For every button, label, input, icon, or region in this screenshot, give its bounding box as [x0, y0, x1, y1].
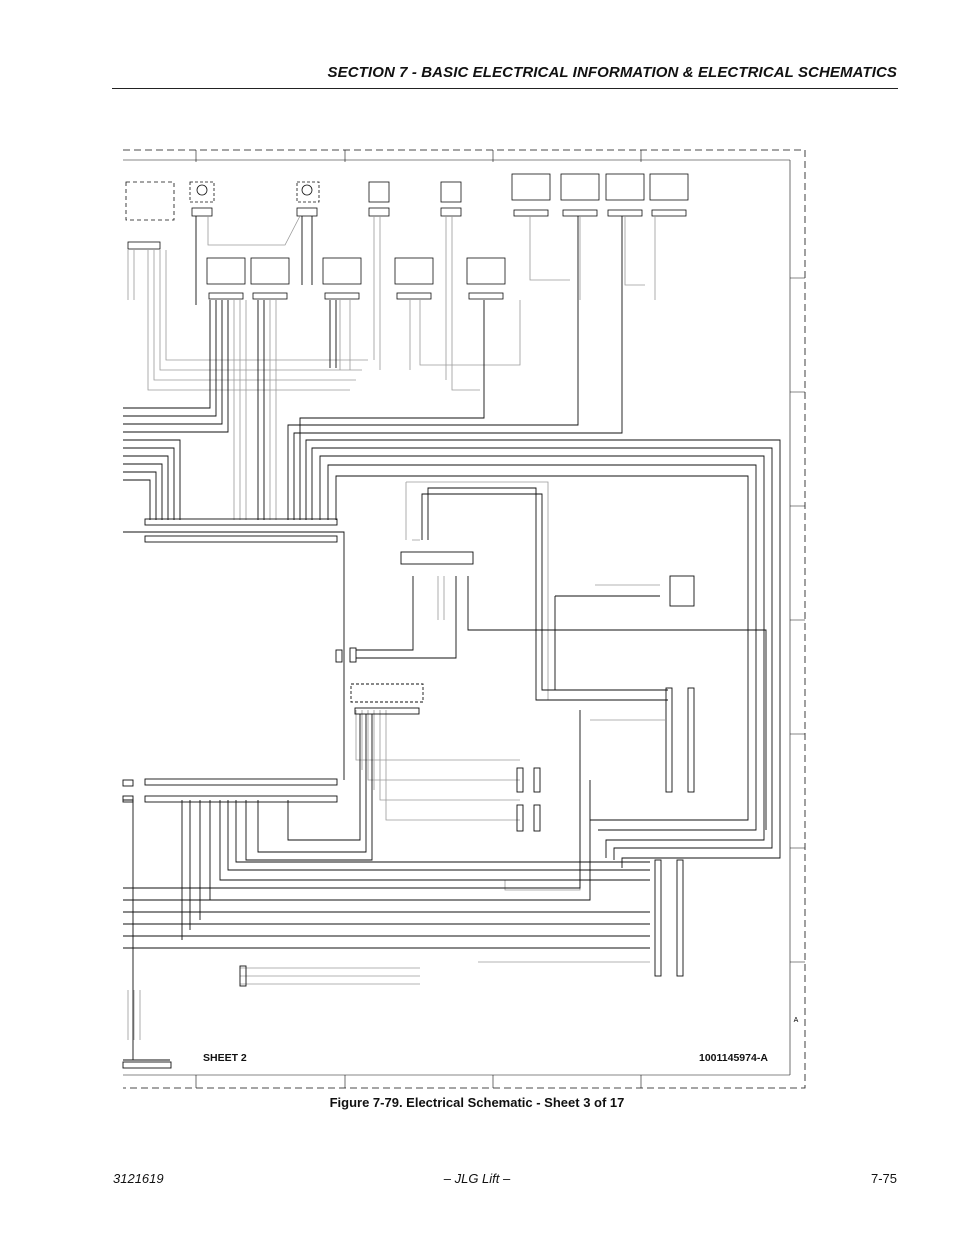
- electrical-schematic: A: [122, 149, 806, 1089]
- footer-page-number: 7-75: [870, 1171, 897, 1186]
- drawing-number: 1001145974-A: [699, 1052, 768, 1064]
- header-rule: [112, 88, 898, 89]
- footer-center: – JLG Lift –: [443, 1171, 511, 1186]
- border-zone-letter: A: [794, 1017, 799, 1024]
- footer-doc-number: 3121619: [113, 1171, 164, 1186]
- schematic-border: [123, 149, 806, 1089]
- sheet-reference: SHEET 2: [203, 1052, 247, 1064]
- figure-caption: Figure 7-79. Electrical Schematic - Shee…: [329, 1095, 625, 1110]
- header-title: SECTION 7 - BASIC ELECTRICAL INFORMATION…: [327, 64, 897, 81]
